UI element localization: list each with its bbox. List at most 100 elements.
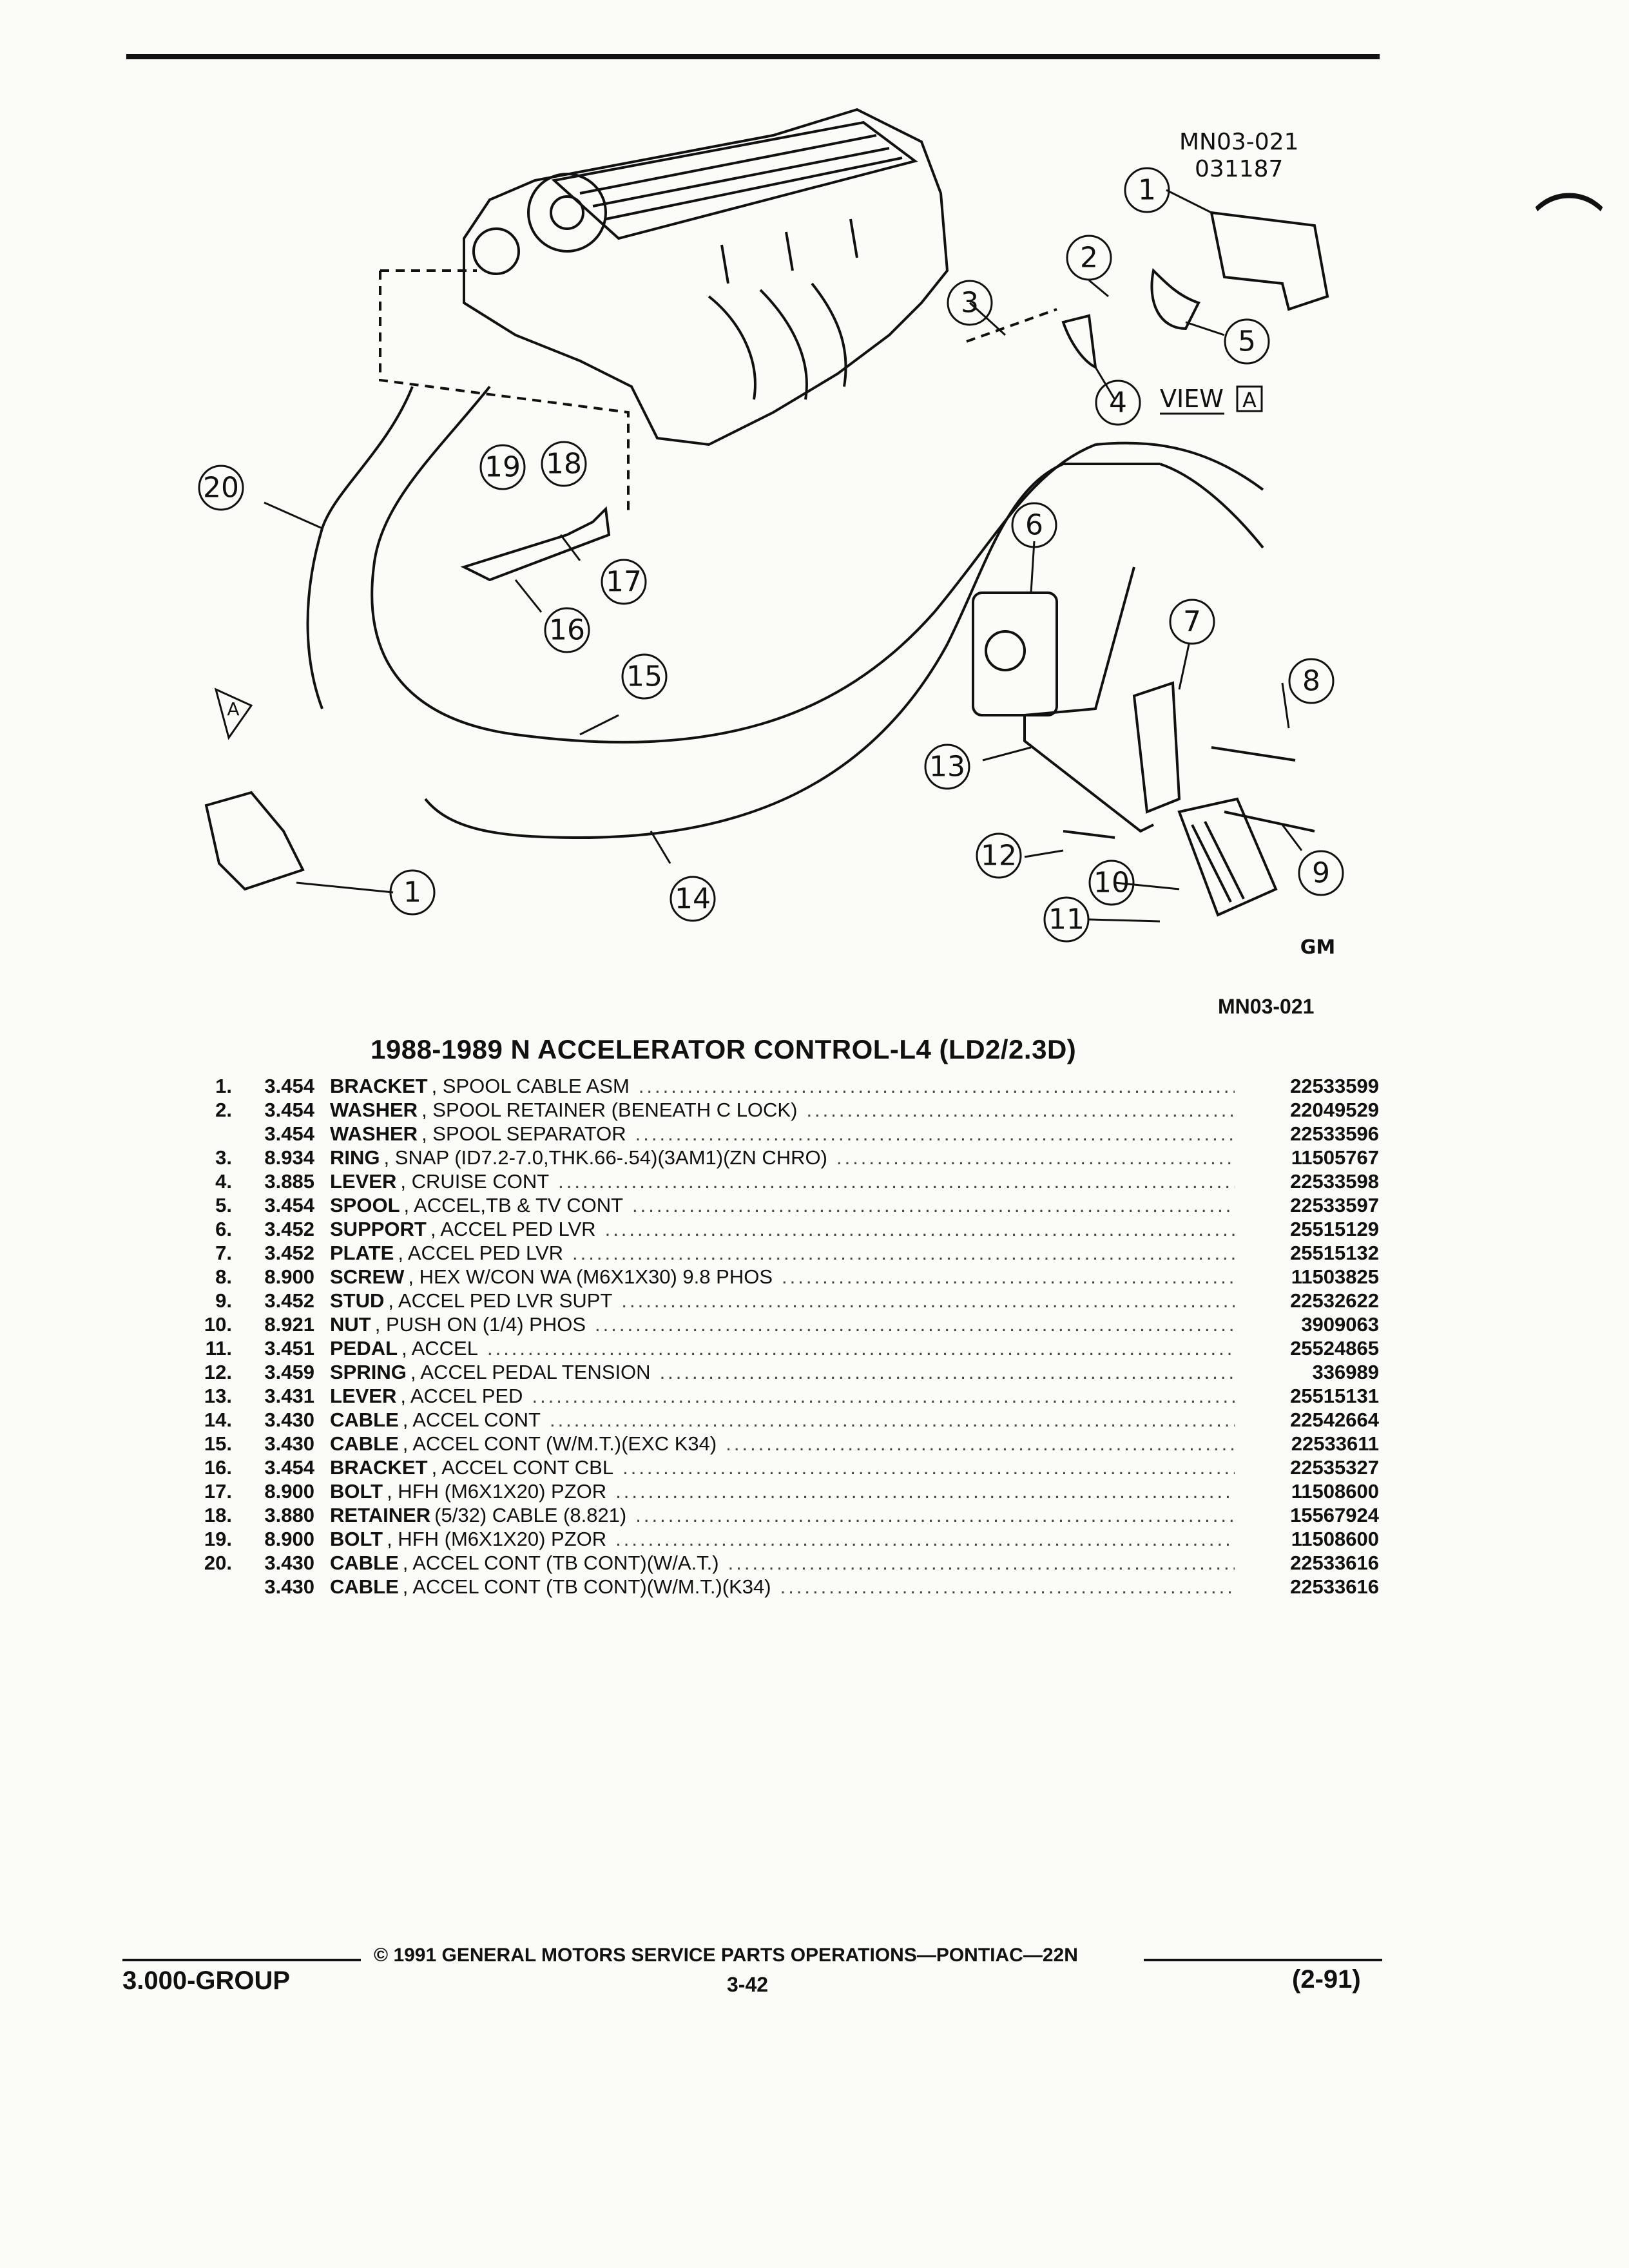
part-number: 3909063 (1301, 1313, 1379, 1336)
punch-mark-icon: ⌒ (1534, 187, 1605, 270)
part-group: 3.452 (264, 1289, 314, 1312)
footer-rule-right (1144, 1959, 1382, 1961)
part-name: LEVER (330, 1385, 397, 1407)
part-description: , ACCEL CONT (TB CONT)(W/A.T.) (402, 1552, 719, 1574)
part-number: 22533616 (1290, 1575, 1379, 1598)
part-index: 12. (204, 1361, 232, 1383)
callout-17: 17 (606, 566, 642, 599)
part-name: CABLE (330, 1408, 399, 1431)
part-name: BOLT (330, 1480, 383, 1503)
part-group: 3.454 (264, 1122, 314, 1145)
part-index: 18. (204, 1504, 232, 1526)
part-index: 5. (215, 1194, 232, 1216)
part-description: , SPOOL SEPARATOR (421, 1122, 626, 1145)
part-index: 6. (215, 1218, 232, 1240)
cable-15 (371, 385, 1096, 744)
view-marker-letter: A (227, 698, 239, 720)
part-number: 22049529 (1290, 1099, 1379, 1121)
part-name: PLATE (330, 1242, 394, 1264)
footer-rule-left (122, 1959, 361, 1961)
part-name: CABLE (330, 1575, 399, 1598)
callout-12: 12 (981, 840, 1017, 872)
part-description: , SNAP (ID7.2-7.0,THK.66-.54)(3AM1)(ZN C… (383, 1146, 827, 1169)
part-description: , ACCEL PED LVR SUPT (388, 1289, 613, 1312)
revision: (2-91) (1292, 1965, 1361, 1994)
part-description: , ACCEL PED LVR (430, 1218, 596, 1240)
part-group: 3.430 (264, 1575, 314, 1598)
part-name: CABLE (330, 1552, 399, 1574)
part-index: 15. (204, 1432, 232, 1455)
callout-4: 4 (1109, 387, 1127, 419)
part-description: , PUSH ON (1/4) PHOS (374, 1313, 586, 1336)
part-number: 25515132 (1290, 1242, 1379, 1264)
part-number: 336989 (1312, 1361, 1379, 1383)
part-number: 22533596 (1290, 1122, 1379, 1145)
part-row: 3.454 WASHER, SPOOL SEPARATOR 22533596 (174, 1122, 1379, 1146)
figure-id: MN03-021 031187 (1179, 129, 1299, 183)
leader-dots (780, 1575, 1235, 1599)
cable-14 (424, 463, 1160, 840)
spool (1150, 267, 1200, 331)
pedal-support (972, 591, 1058, 716)
leader-dots (632, 1194, 1235, 1217)
part-name: BRACKET (330, 1075, 428, 1097)
top-rule (126, 54, 1380, 59)
part-name: WASHER (330, 1122, 418, 1145)
callout-3: 3 (961, 287, 979, 320)
callout-2: 2 (1080, 242, 1098, 274)
part-description: , ACCEL CONT CBL (431, 1456, 614, 1479)
part-description: , ACCEL CONT (W/M.T.)(EXC K34) (402, 1432, 717, 1455)
part-group: 8.900 (264, 1480, 314, 1503)
part-group: 3.451 (264, 1337, 314, 1360)
part-group: 3.880 (264, 1504, 314, 1526)
part-group: 3.431 (264, 1385, 314, 1407)
leader-dots (726, 1432, 1235, 1456)
part-name: BRACKET (330, 1456, 428, 1479)
part-index: 10. (204, 1313, 232, 1336)
part-group: 8.900 (264, 1528, 314, 1550)
part-name: RETAINER (330, 1504, 431, 1526)
cable-20 (306, 386, 414, 709)
lower-bracket (204, 791, 305, 891)
plate (1132, 681, 1181, 814)
callout-11: 11 (1048, 903, 1084, 936)
part-number: 22533598 (1290, 1170, 1379, 1193)
part-index: 1. (215, 1075, 232, 1097)
part-name: STUD (330, 1289, 385, 1312)
part-name: SPRING (330, 1361, 407, 1383)
part-description: , SPOOL RETAINER (BENEATH C LOCK) (421, 1099, 798, 1121)
leader-dots (728, 1552, 1235, 1575)
part-name: NUT (330, 1313, 371, 1336)
part-index: 3. (215, 1146, 232, 1169)
part-group: 3.459 (264, 1361, 314, 1383)
exploded-parts-diagram: 1 2 3 4 5 6 7 8 9 10 11 12 13 14 15 16 1… (198, 108, 1344, 959)
figure-reference-code: MN03-021 (1218, 995, 1315, 1018)
part-group: 3.454 (264, 1075, 314, 1097)
part-number: 25524865 (1290, 1337, 1379, 1360)
callout-5: 5 (1238, 325, 1256, 358)
part-description: , ACCEL (401, 1337, 478, 1360)
part-description: , SPOOL CABLE ASM (431, 1075, 630, 1097)
part-number: 25515131 (1290, 1385, 1379, 1407)
group-label: 3.000-GROUP (122, 1966, 291, 1995)
pulley-icon (527, 173, 607, 253)
leader-dots (487, 1337, 1235, 1360)
part-number: 11508600 (1291, 1528, 1379, 1550)
part-name: SUPPORT (330, 1218, 427, 1240)
part-index: 8. (215, 1265, 232, 1288)
part-index: 4. (215, 1170, 232, 1193)
part-name: CABLE (330, 1432, 399, 1455)
part-index: 11. (205, 1337, 232, 1360)
